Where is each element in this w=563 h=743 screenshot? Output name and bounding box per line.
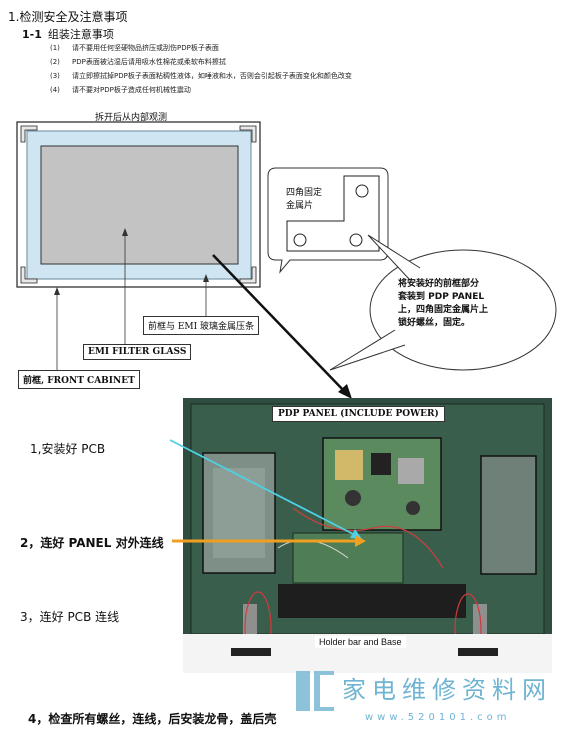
corner-bracket — [20, 125, 38, 143]
rule-number: (4) — [50, 86, 60, 94]
diagram-title: 拆开后从内部观测 — [95, 113, 168, 123]
screw-hole-icon — [349, 233, 363, 247]
rule-item: (3) 请立即擦拭掉PDP板子表面粘稠性液体，如唾液和水，否则会引起板子表面变化和… — [50, 71, 352, 81]
step-4: 4，检查所有螺丝，连线，后安装龙骨，盖后壳 — [28, 712, 277, 726]
corner-bracket — [239, 125, 257, 143]
section-text: 组装注意事项 — [47, 28, 114, 41]
corner-bracket — [20, 266, 38, 284]
rule-number: (2) — [50, 58, 60, 66]
watermark-logo-icon — [296, 671, 334, 711]
rule-number: (1) — [50, 44, 60, 52]
step-3: 3，连好 PCB 连线 — [20, 610, 120, 624]
section-number: 1-1 — [22, 28, 42, 41]
assembly-diagram — [16, 121, 557, 399]
rule-item: (2) PDP表面被沾湿后请用吸水性棉花或柔软布料擦拭 — [50, 57, 226, 67]
rule-item: (4) 请不要对PDP板子造成任何机械性震动 — [50, 85, 191, 95]
instruction-callout-text: 将安装好的前框部分 套装到 PDP PANEL 上，四角固定金属片上 锁好螺丝，… — [398, 279, 489, 328]
front-cabinet-label: 前框, FRONT CABINET — [18, 370, 140, 389]
rule-text: 请不要用任何坚硬物品挤压或刮伤PDP板子表面 — [72, 44, 219, 52]
rule-text: 请立即擦拭掉PDP板子表面粘稠性液体，如唾液和水，否则会引起板子表面变化和颜色改… — [72, 72, 352, 80]
rule-item: (1) 请不要用任何坚硬物品挤压或刮伤PDP板子表面 — [50, 43, 219, 53]
right-board — [480, 455, 537, 575]
step-2: 2，连好 PANEL 对外连线 — [20, 536, 164, 550]
screw-hole-icon — [293, 233, 307, 247]
emi-strip-label: 前框与 EMI 玻璃金属压条 — [143, 316, 260, 335]
emi-glass-label: EMI FILTER GLASS — [83, 344, 192, 360]
holder-bar — [278, 584, 466, 618]
section-heading: 1-1 组装注意事项 — [22, 26, 114, 42]
watermark-text: 家电维修资料网 — [342, 676, 552, 704]
screw-hole-icon — [355, 184, 369, 198]
page-title: 1.检测安全及注意事项 — [8, 10, 128, 24]
metal-sheet-icon — [286, 175, 380, 252]
rule-number: (3) — [50, 72, 60, 80]
panel-area — [40, 145, 239, 265]
rule-text: 请不要对PDP板子造成任何机械性震动 — [72, 86, 191, 94]
assembly-arrow — [212, 254, 347, 394]
step-1: 1,安装好 PCB — [30, 442, 106, 456]
instruction-bubble — [369, 249, 557, 371]
corner-callout-text: 四角固定 金属片 — [286, 188, 323, 211]
pdp-panel-label: PDP PANEL (INCLUDE POWER) — [272, 406, 445, 422]
holder-bar-label: Holder bar and Base — [315, 636, 406, 648]
rule-text: PDP表面被沾湿后请用吸水性棉花或柔软布料擦拭 — [72, 58, 226, 66]
watermark-url: www.520101.com — [365, 712, 511, 723]
